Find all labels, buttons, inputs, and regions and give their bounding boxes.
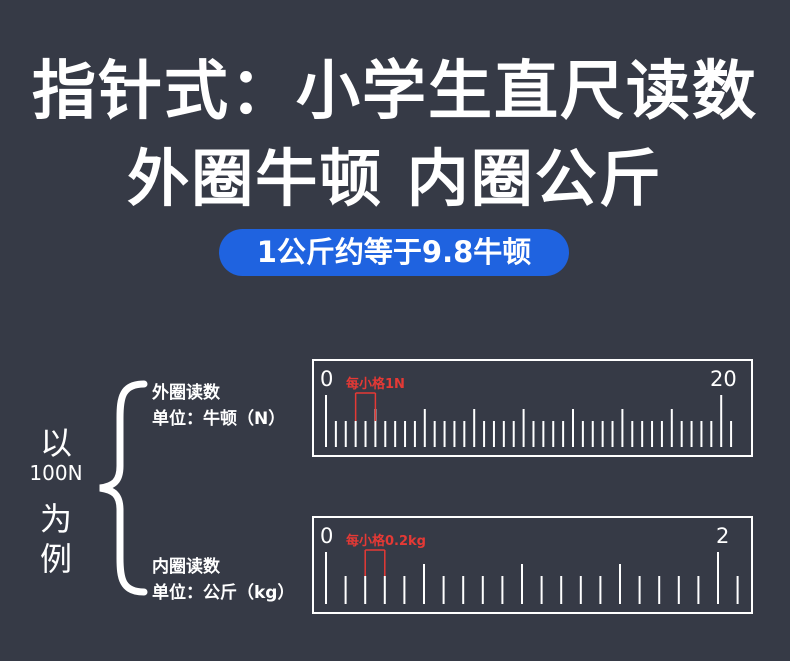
inner-ruler-end: 2: [716, 524, 730, 548]
outer-label-title: 外圈读数: [152, 383, 220, 403]
outer-label-unit: 单位：牛顿（N）: [152, 409, 286, 429]
inner-ruler-ticks: [325, 549, 739, 604]
page-title-line2: 外圈牛顿 内圈公斤: [127, 142, 663, 215]
outer-ruler-end: 20: [710, 367, 737, 391]
inner-label-title: 内圈读数: [152, 557, 220, 577]
page-title-line1: 指针式：小学生直尺读数: [32, 55, 758, 129]
inner-label-unit: 单位：公斤（kg）: [152, 583, 295, 603]
outer-ruler-annotation: 每小格1N: [346, 377, 405, 392]
inner-ruler-annotation: 每小格0.2kg: [346, 534, 426, 549]
conversion-badge: 1公斤约等于9.8牛顿: [219, 229, 569, 276]
outer-ruler-ticks: [325, 392, 733, 447]
side-number: 100N: [29, 461, 83, 485]
outer-ruler: 0 20 每小格1N: [312, 359, 753, 457]
side-char-2: 为: [39, 500, 72, 538]
inner-ruler: 0 2 每小格0.2kg: [312, 516, 753, 614]
outer-ruler-start: 0: [320, 367, 334, 391]
inner-ruler-start: 0: [320, 524, 334, 548]
side-char-3: 例: [39, 540, 72, 578]
side-char-1: 以: [39, 424, 72, 462]
curly-brace-icon: [99, 380, 148, 596]
